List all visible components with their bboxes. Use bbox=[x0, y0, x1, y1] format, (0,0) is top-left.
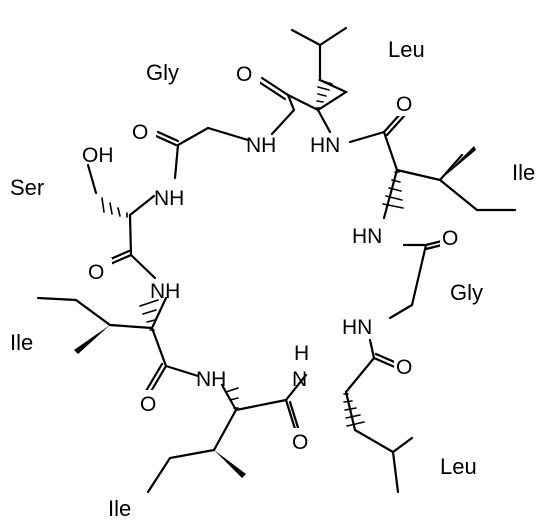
oxygen-ser: O bbox=[88, 261, 104, 284]
amide-nh-gly-top: NH bbox=[246, 134, 276, 157]
hash-leu-bottom-alpha bbox=[343, 393, 365, 427]
residue-label-gly-top: Gly bbox=[146, 60, 179, 85]
residue-label-gly-right: Gly bbox=[450, 280, 483, 305]
residue-label-ile-left: Ile bbox=[10, 330, 33, 355]
amide-h-leu-bottom: H bbox=[294, 342, 309, 365]
residue-label-ile-bottom: Ile bbox=[108, 496, 131, 521]
oxygen-ile-bottom: O bbox=[292, 431, 308, 454]
hydroxyl-ser: OH bbox=[82, 144, 114, 167]
oxygen-ile-right: O bbox=[396, 93, 412, 116]
amide-nh-ile-left: NH bbox=[150, 280, 180, 303]
wedge-ile-bottom-methyl bbox=[214, 450, 246, 478]
amide-hn-leu-top: HN bbox=[310, 134, 340, 157]
hash-ile-right-alpha bbox=[382, 171, 404, 209]
oxygen-ile-left: O bbox=[140, 393, 156, 416]
atom-labels: O O O O O O O O NH HN HN HN H N NH NH NH… bbox=[82, 60, 466, 454]
hash-ser-alpha bbox=[101, 197, 128, 218]
amide-n-leu-bottom: N bbox=[292, 368, 307, 391]
residue-label-leu-bottom: Leu bbox=[440, 454, 477, 479]
amide-nh-ile-bottom: NH bbox=[196, 368, 226, 391]
oxygen-gly-top: O bbox=[132, 121, 148, 144]
wedge-ile-left-methyl bbox=[74, 325, 110, 354]
residue-label-ile-right: Ile bbox=[512, 160, 535, 185]
residue-label-ser: Ser bbox=[10, 175, 44, 200]
residue-label-leu-top: Leu bbox=[388, 37, 425, 62]
hash-leu-top bbox=[315, 79, 333, 109]
oxygen-gly-right: O bbox=[442, 227, 458, 250]
hash-ile-left-alpha bbox=[139, 299, 159, 331]
wedge-ile-right-methyl bbox=[440, 146, 476, 180]
stereo-bonds bbox=[74, 79, 476, 478]
oxygen-leu-top: O bbox=[236, 63, 252, 86]
amide-hn-gly-right: HN bbox=[342, 316, 372, 339]
amide-hn-ile-right: HN bbox=[352, 225, 382, 248]
residue-labels: Gly Leu Ile Ser Gly Ile Leu Ile bbox=[10, 37, 535, 521]
amide-nh-ser: NH bbox=[154, 187, 184, 210]
oxygen-leu-bottom: O bbox=[396, 356, 412, 379]
hash-ile-bottom-alpha bbox=[225, 387, 239, 409]
